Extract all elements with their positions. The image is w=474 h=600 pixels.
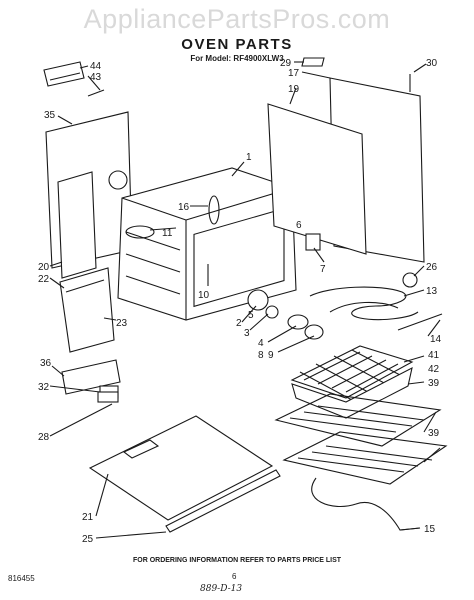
part-broil-element — [311, 477, 421, 531]
label-6: 6 — [296, 220, 302, 231]
page-number: 6 — [232, 572, 237, 581]
label-43: 43 — [90, 72, 102, 83]
part-fitting — [247, 289, 269, 311]
part-oven-cavity — [117, 167, 297, 321]
label-5: 5 — [248, 310, 254, 321]
part-oven-rack-lower — [282, 431, 448, 485]
part-rod — [397, 313, 443, 331]
handwritten-note: 889-D-13 — [200, 584, 243, 594]
label-42: 42 — [428, 364, 440, 375]
part-side-panel — [57, 171, 97, 279]
page-title: OVEN PARTS — [181, 36, 293, 53]
ordering-note: FOR ORDERING INFORMATION REFER TO PARTS … — [132, 557, 342, 564]
label-1: 1 — [246, 152, 252, 163]
label-13: 13 — [426, 286, 438, 297]
part-bake-element-coil — [329, 301, 399, 313]
part-trim-strip — [165, 469, 281, 533]
label-41: 41 — [428, 350, 440, 361]
label-21: 21 — [82, 512, 94, 523]
label-23: 23 — [116, 318, 128, 329]
leader-lines — [49, 61, 441, 539]
label-17: 17 — [288, 68, 300, 79]
part-fastener — [87, 89, 105, 97]
part-bracket — [59, 267, 115, 353]
part-control-board — [61, 359, 121, 395]
label-19: 19 — [288, 84, 300, 95]
label-39-lower: 39 — [428, 428, 440, 439]
label-9: 9 — [268, 350, 274, 361]
label-35: 35 — [44, 110, 56, 121]
label-2: 2 — [236, 318, 242, 329]
label-8: 8 — [258, 350, 264, 361]
document-code: 816455 — [8, 574, 35, 583]
part-connector — [304, 324, 324, 340]
label-29: 29 — [280, 58, 292, 69]
label-22: 22 — [38, 274, 50, 285]
label-7: 7 — [320, 264, 326, 275]
watermark: AppliancePartsPros.com — [83, 4, 391, 34]
label-11: 11 — [162, 228, 173, 239]
part-mount — [305, 233, 321, 251]
label-25: 25 — [82, 534, 94, 545]
part-inner-panel — [267, 103, 367, 255]
label-26: 26 — [426, 262, 438, 273]
part-socket — [287, 314, 309, 330]
part-bottom-panel — [88, 415, 274, 521]
label-30: 30 — [426, 58, 438, 69]
label-15: 15 — [424, 524, 436, 535]
label-39-upper: 39 — [428, 378, 440, 389]
part-vent-panel — [43, 61, 85, 87]
part-terminal — [402, 272, 418, 288]
label-28: 28 — [38, 432, 50, 443]
part-switch-body — [97, 391, 119, 403]
part-fitting-small — [265, 305, 279, 319]
label-20: 20 — [38, 262, 50, 273]
label-36: 36 — [40, 358, 52, 369]
part-oven-rack-upper — [274, 393, 442, 447]
part-bake-element — [309, 286, 419, 321]
label-16: 16 — [178, 202, 190, 213]
label-10: 10 — [198, 290, 210, 301]
label-4: 4 — [258, 338, 264, 349]
label-14: 14 — [430, 334, 442, 345]
label-44: 44 — [90, 61, 102, 72]
label-32: 32 — [38, 382, 50, 393]
part-broiler-pan — [290, 345, 414, 419]
model-line: For Model: RF4900XLW3 — [190, 54, 284, 63]
label-3: 3 — [244, 328, 250, 339]
